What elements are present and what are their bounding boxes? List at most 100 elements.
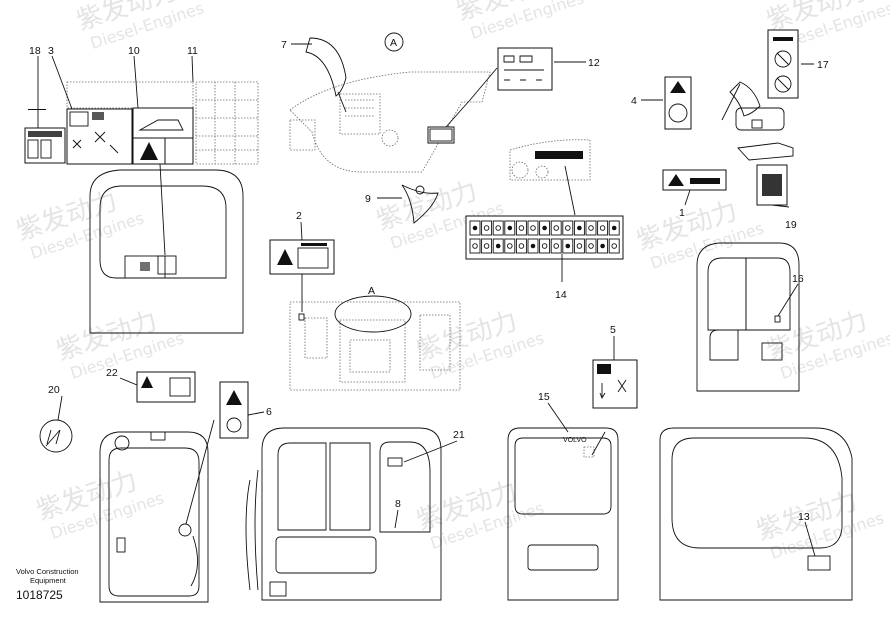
callout-17: 17 <box>817 59 829 71</box>
cab-badge: VOLVO <box>563 437 587 444</box>
callout-10: 10 <box>128 45 140 57</box>
decal-14-cell <box>515 220 527 236</box>
view-marker-a: A <box>390 37 397 49</box>
decal-14-cell-icon <box>599 225 606 231</box>
callout-19: 19 <box>785 219 797 231</box>
decal-14 <box>465 215 624 260</box>
callout-7: 7 <box>281 39 287 51</box>
decal-14-cell <box>597 220 609 236</box>
decal-14-cell <box>573 220 585 236</box>
instrument-panel <box>509 139 591 181</box>
decal-14-cell-icon <box>530 225 536 231</box>
decal-14-cell-icon <box>576 243 583 249</box>
decal-14-cell-icon <box>495 225 501 231</box>
decal-14-cell <box>539 238 551 254</box>
callout-4: 4 <box>631 95 637 107</box>
cab-floor-view-a <box>289 295 461 391</box>
decal-group-top-left <box>24 81 259 165</box>
callout-6: 6 <box>266 406 272 418</box>
decal-14-cell <box>608 220 620 236</box>
decal-14-cell <box>550 238 562 254</box>
decal-14-cell-icon <box>600 243 605 249</box>
decal-14-cell <box>481 238 493 254</box>
decal-14-cell-icon <box>518 225 525 231</box>
decal-14-cell-icon <box>542 225 547 231</box>
decal-14-cell-icon <box>553 225 559 231</box>
view-marker-circle <box>384 32 404 52</box>
decal-14-cell <box>608 238 620 254</box>
decal-11 <box>195 81 259 165</box>
decal-14-cell <box>481 220 493 236</box>
decal-14-cell <box>469 220 481 236</box>
figure-number: 1018725 <box>16 588 63 602</box>
decal-14-cell-icon <box>588 243 594 249</box>
cab-window-left <box>89 169 244 334</box>
callout-14: 14 <box>555 289 567 301</box>
decal-14-switch-icons <box>469 220 620 254</box>
decal-14-cell <box>515 238 527 254</box>
callout-20: 20 <box>48 384 60 396</box>
decal-14-cell <box>562 238 574 254</box>
callout-21: 21 <box>453 429 465 441</box>
decal-14-cell-icon <box>577 225 582 231</box>
callout-8: 8 <box>395 498 401 510</box>
decal-10 <box>132 107 194 139</box>
decal-14-cell <box>504 238 516 254</box>
figure-caption: Volvo Construction Equipment 1018725 <box>16 567 79 602</box>
callout-12: 12 <box>588 57 600 69</box>
decal-14-cell-icon <box>483 243 490 249</box>
decal-14-cell <box>527 238 539 254</box>
cab-door-right-upper <box>696 242 800 392</box>
decal-14-cell <box>539 220 551 236</box>
decal-14-cell <box>562 220 574 236</box>
watermark: 紫发动力Diesel-Engines紫发动力Diesel-Engines紫发动力… <box>13 0 890 563</box>
cab-door-right-lower <box>659 427 853 601</box>
decal-14-cell-icon <box>507 243 513 249</box>
decal-14-cell-icon <box>565 243 571 249</box>
decal-14-cell-icon <box>611 243 617 249</box>
decal-14-cell-icon <box>565 225 571 231</box>
callout-3: 3 <box>48 45 54 57</box>
cab-rear-window <box>507 427 619 601</box>
callout-9: 9 <box>365 193 371 205</box>
callout-1: 1 <box>679 207 685 219</box>
decal-sheet-top <box>66 81 194 109</box>
decal-14-cell-icon <box>483 225 490 231</box>
callout-13: 13 <box>798 511 810 523</box>
decal-14-cell-icon <box>472 225 478 231</box>
decal-20 <box>39 419 73 453</box>
leader-lines <box>37 43 816 557</box>
decal-14-cell <box>585 238 597 254</box>
cab-door-left-lower <box>99 431 209 603</box>
decal-14-cell <box>527 220 539 236</box>
callout-16: 16 <box>792 273 804 285</box>
decal-14-cell <box>550 220 562 236</box>
decal-14-cell-icon <box>541 243 548 249</box>
decal-14-cell <box>504 220 516 236</box>
operator-seat-assembly <box>289 37 491 224</box>
decal-14-cell <box>492 238 504 254</box>
callout-5: 5 <box>610 324 616 336</box>
decal-14-cell-icon <box>495 243 501 249</box>
decal-14-cell-icon <box>472 243 478 249</box>
decal-14-cell <box>585 220 597 236</box>
callout-11: 11 <box>187 45 198 57</box>
caption-line-2: Equipment <box>30 576 67 585</box>
callout-labels: 18 3 10 11 7 12 17 4 9 2 1 19 14 16 5 22… <box>29 32 829 523</box>
cab-rear-view <box>245 427 442 601</box>
decal-12 <box>497 47 553 91</box>
decal-14-cell <box>597 238 609 254</box>
decal-14-cell-icon <box>553 243 559 249</box>
callout-22: 22 <box>106 367 118 379</box>
decal-14-cell-icon <box>507 225 513 231</box>
callout-2: 2 <box>296 210 302 222</box>
decal-14-cell <box>469 238 481 254</box>
decal-14-cell-icon <box>530 243 536 249</box>
decal-14-cell-icon <box>611 225 617 231</box>
decal-17 <box>767 29 799 99</box>
caption-line-1: Volvo Construction <box>16 567 79 576</box>
view-marker-a-small: A <box>368 285 375 297</box>
callout-18: 18 <box>29 45 41 57</box>
callout-15: 15 <box>538 391 550 403</box>
joystick-and-decals <box>662 29 799 206</box>
